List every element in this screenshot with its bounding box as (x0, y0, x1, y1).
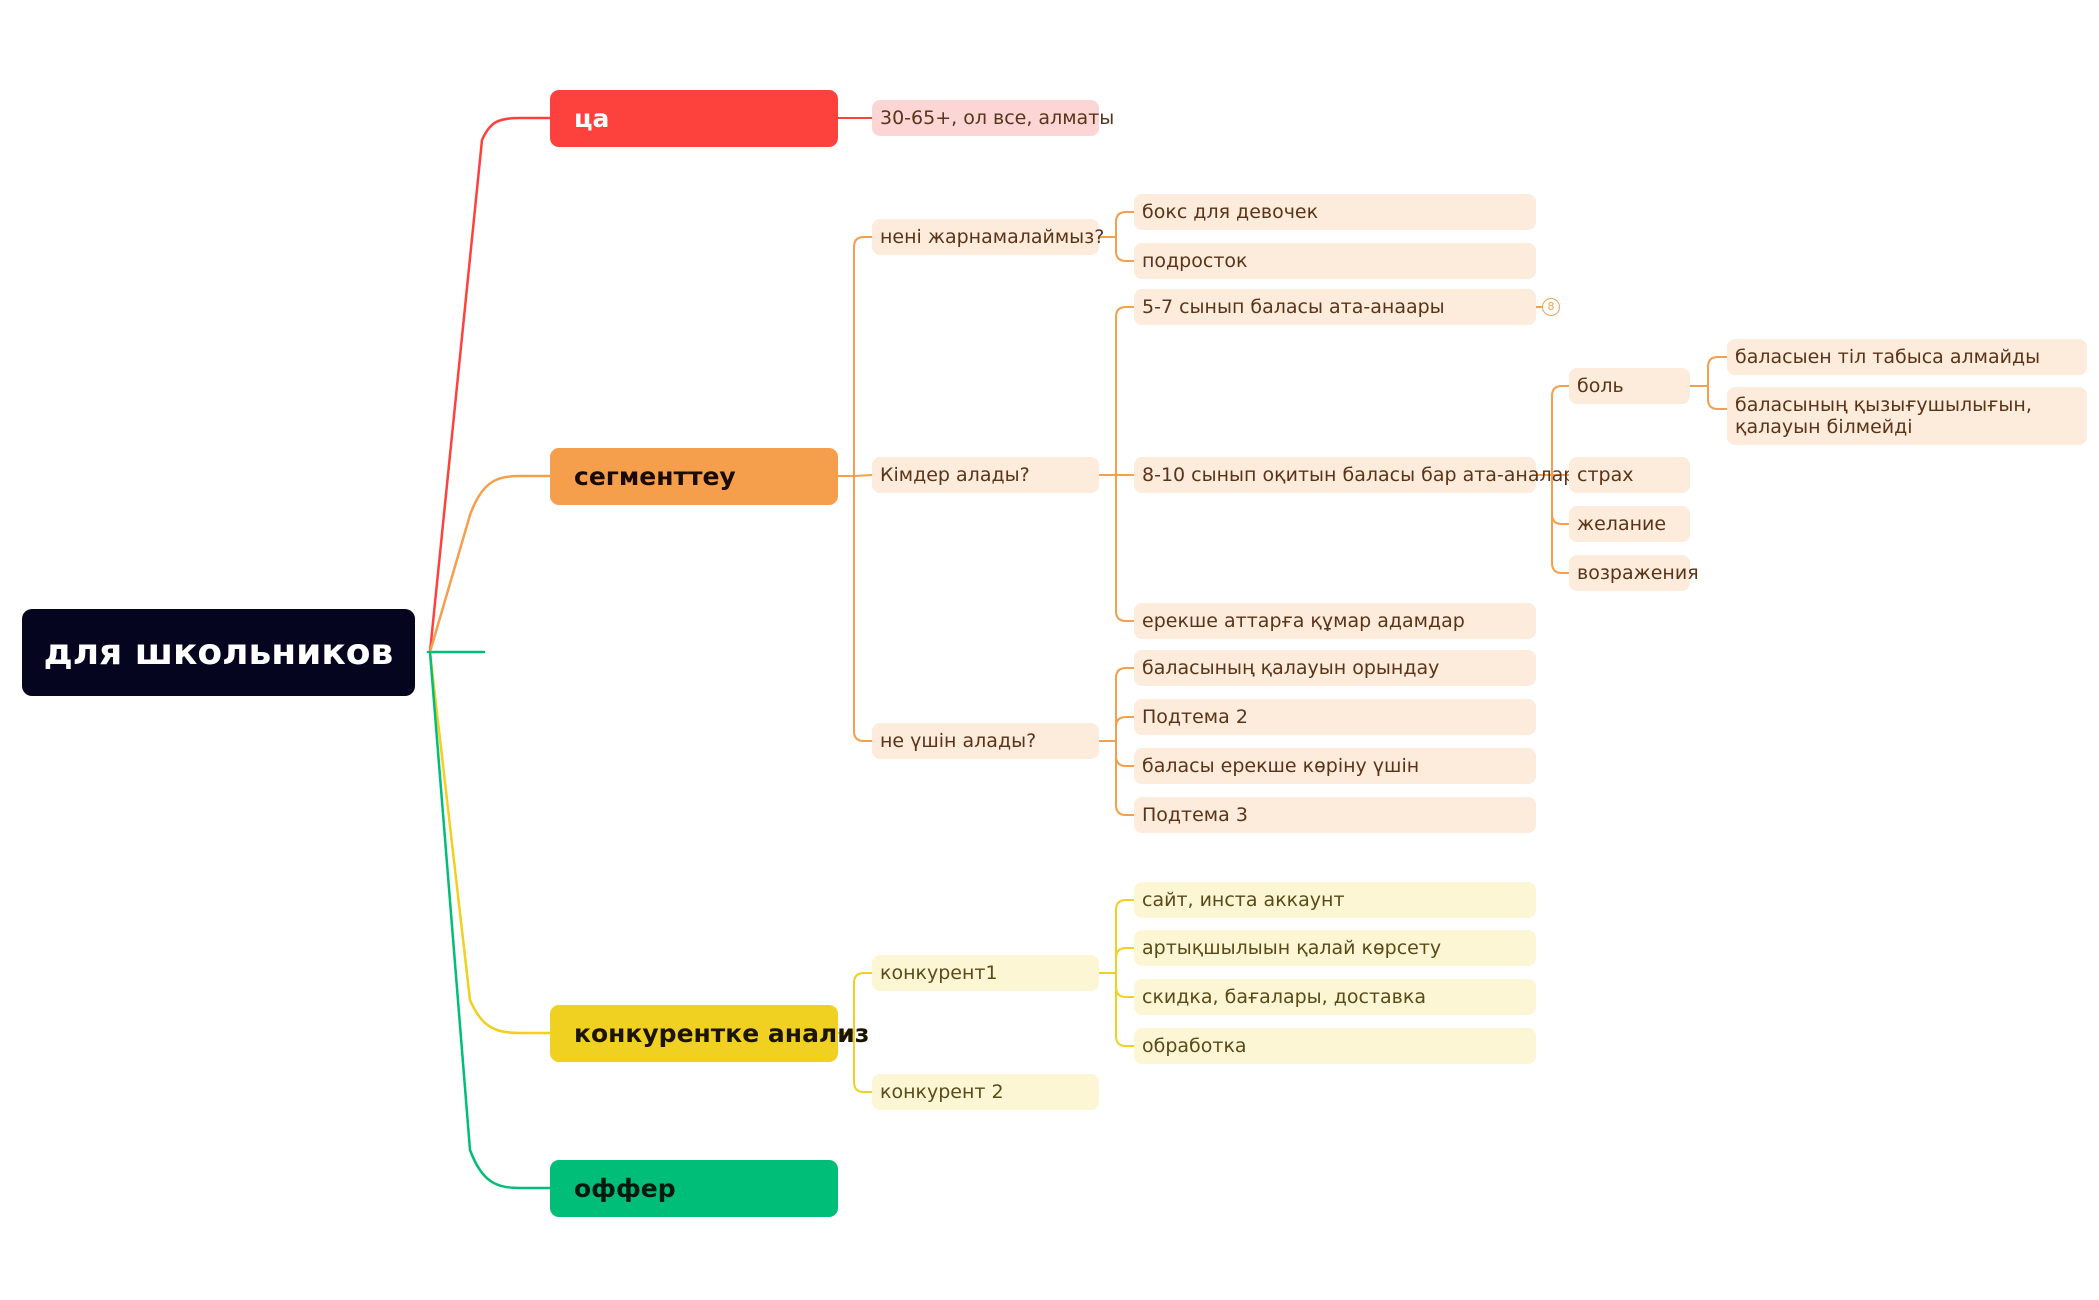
connector-segment (428, 474, 552, 654)
connector-what-children-branch (1115, 211, 1135, 238)
connector-who-children-branch (1115, 306, 1135, 476)
connector-group2-children-branch (1551, 474, 1570, 574)
collapsed-count-badge[interactable]: 8 (1542, 298, 1560, 316)
connector-why-children-branch (1115, 740, 1135, 767)
connector-segment-children-branch (853, 474, 873, 477)
connector-ca (428, 116, 552, 654)
competitor-1-item[interactable]: обработка (1134, 1028, 1536, 1064)
fear-topic[interactable]: страх (1569, 457, 1690, 493)
what-item[interactable]: бокс для девочек (1134, 194, 1536, 230)
connector-who-children-branch (1115, 474, 1135, 622)
connector-why-children-branch (1115, 716, 1135, 742)
root-topic[interactable]: для школьников (22, 609, 415, 696)
connector-segment-children-branch (853, 236, 873, 477)
desire-topic[interactable]: желание (1569, 506, 1690, 542)
why-item[interactable]: Подтема 3 (1134, 797, 1536, 833)
why-item[interactable]: баласының қалауын орындау (1134, 650, 1536, 686)
competitor-1-item[interactable]: артықшылыын қалай көрсету (1134, 930, 1536, 966)
subtopic-ca-detail[interactable]: 30-65+, ол все, алматы (872, 100, 1114, 136)
connector-c1-children-branch (1115, 947, 1135, 974)
subtopic-what[interactable]: нені жарнамалаймыз? (872, 219, 1104, 255)
what-item[interactable]: подросток (1134, 243, 1536, 279)
who-group-5-7[interactable]: 5-7 сынып баласы ата-анаары (1134, 289, 1536, 325)
subtopic-why[interactable]: не үшін алады? (872, 723, 1099, 759)
connector-group2-children-branch (1551, 385, 1570, 476)
competitor-1[interactable]: конкурент1 (872, 955, 1099, 991)
subtopic-who[interactable]: Кімдер алады? (872, 457, 1099, 493)
competitor-1-item[interactable]: сайт, инста аккаунт (1134, 882, 1536, 918)
pain-topic[interactable]: боль (1569, 368, 1690, 404)
main-topic-competitors[interactable]: конкурентке анализ (550, 1005, 869, 1062)
connector-segment-children-branch (853, 475, 873, 742)
pain-item[interactable]: баласының қызығушылығын, қалауын білмейд… (1727, 387, 2087, 445)
connector-competitors-children-branch (853, 1032, 873, 1093)
connector-pain-children-branch (1707, 385, 1728, 410)
competitor-1-item[interactable]: скидка, бағалары, доставка (1134, 979, 1536, 1015)
main-topic-offer[interactable]: оффер (550, 1160, 838, 1217)
connector-competitors-children-branch (853, 972, 873, 1034)
who-group-special-names[interactable]: ерекше аттарға құмар адамдар (1134, 603, 1536, 639)
why-item[interactable]: баласы ерекше көріну үшін (1134, 748, 1536, 784)
connector-c1-children-branch (1115, 972, 1135, 1047)
connector-pain-children-branch (1707, 356, 1728, 387)
connector-why-children-branch (1115, 667, 1135, 742)
connector-why-children-branch (1115, 740, 1135, 816)
main-topic-ca[interactable]: ца (550, 90, 838, 147)
main-topic-segment[interactable]: сегменттеу (550, 448, 838, 505)
why-item[interactable]: Подтема 2 (1134, 699, 1536, 735)
connector-competitors (428, 650, 552, 1035)
connector-c1-children-branch (1115, 972, 1135, 998)
pain-item[interactable]: баласыен тіл табыса алмайды (1727, 339, 2087, 375)
connector-c1-children-branch (1115, 899, 1135, 974)
competitor-2[interactable]: конкурент 2 (872, 1074, 1099, 1110)
connector-offer (428, 650, 552, 1190)
who-group-8-10[interactable]: 8-10 сынып оқитын баласы бар ата-аналар (1134, 457, 1575, 493)
objections-topic[interactable]: возражения (1569, 555, 1699, 591)
connector-what-children-branch (1115, 236, 1135, 262)
